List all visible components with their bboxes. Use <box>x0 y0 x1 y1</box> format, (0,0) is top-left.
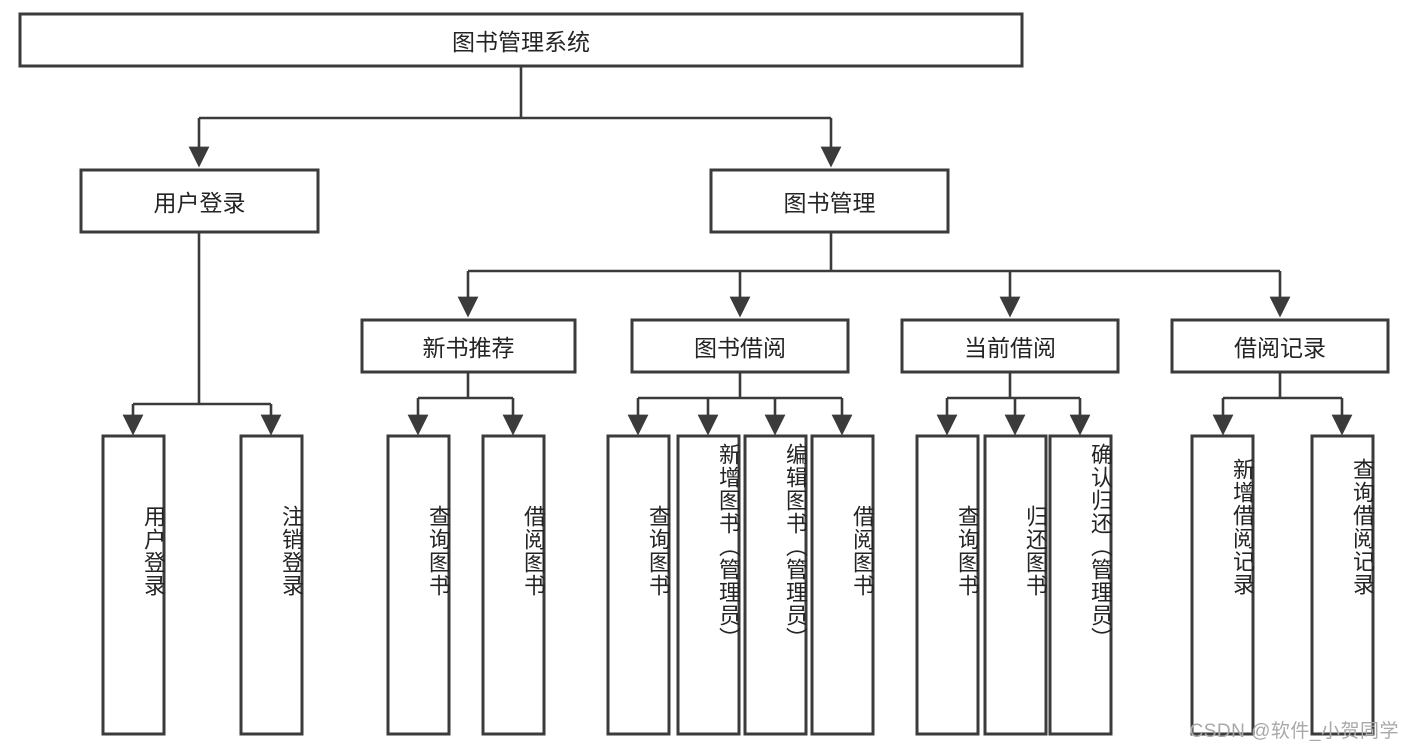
leaf-label-confirm-return: 确认归还（管理员） <box>1088 443 1113 650</box>
leaf-label-add-borrow-record: 新增借阅记录 <box>1230 458 1255 596</box>
node-label-current-borrow: 当前借阅 <box>964 335 1056 361</box>
node-box-root[interactable] <box>18 12 1024 68</box>
leaf-label-query-book-3: 查询图书 <box>955 505 980 597</box>
leaf-label-add-book: 新增图书（管理员） <box>716 443 741 650</box>
node-label-root: 图书管理系统 <box>452 29 590 55</box>
leaf-box-query-book-1[interactable] <box>386 434 451 736</box>
node-box-borrow-record[interactable] <box>1170 318 1390 374</box>
leaf-box-borrow-book-1[interactable] <box>481 434 546 736</box>
leaf-box-add-book[interactable] <box>676 434 741 736</box>
leaf-box-add-borrow-record[interactable] <box>1190 434 1255 736</box>
leaf-box-borrow-book-2[interactable] <box>810 434 875 736</box>
node-label-borrow-record: 借阅记录 <box>1234 335 1326 361</box>
leaf-label-user-login: 用户登录 <box>141 505 166 597</box>
node-label-new-book-recommend: 新书推荐 <box>422 335 515 361</box>
leaf-label-borrow-book-2: 借阅图书 <box>850 505 875 597</box>
leaf-label-query-book-1: 查询图书 <box>426 505 451 597</box>
watermark-credit: CSDN @软件_小贺同学 <box>1189 721 1399 742</box>
node-box-book-borrow[interactable] <box>630 318 850 374</box>
node-box-new-book-recommend[interactable] <box>360 318 577 374</box>
node-box-current-borrow[interactable] <box>900 318 1120 374</box>
leaf-box-query-book-3[interactable] <box>915 434 980 736</box>
leaf-box-return-book[interactable] <box>983 434 1048 736</box>
leaf-label-query-borrow-record: 查询借阅记录 <box>1350 458 1375 596</box>
leaf-label-borrow-book-1: 借阅图书 <box>521 505 546 597</box>
leaf-box-user-login[interactable] <box>101 434 166 736</box>
leaf-label-logout: 注销登录 <box>279 505 304 597</box>
node-label-user-login: 用户登录 <box>153 190 246 216</box>
node-label-book-management: 图书管理 <box>783 190 876 216</box>
leaf-box-confirm-return[interactable] <box>1048 434 1113 736</box>
node-label-book-borrow: 图书借阅 <box>694 335 786 361</box>
leaf-box-query-borrow-record[interactable] <box>1310 434 1375 736</box>
leaf-box-edit-book[interactable] <box>743 434 808 736</box>
leaf-box-query-book-2[interactable] <box>606 434 671 736</box>
leaf-label-edit-book: 编辑图书（管理员） <box>783 443 808 650</box>
leaf-box-logout[interactable] <box>239 434 304 736</box>
node-box-book-management[interactable] <box>709 168 950 234</box>
leaf-label-query-book-2: 查询图书 <box>646 505 671 597</box>
leaf-label-return-book: 归还图书 <box>1023 505 1048 597</box>
